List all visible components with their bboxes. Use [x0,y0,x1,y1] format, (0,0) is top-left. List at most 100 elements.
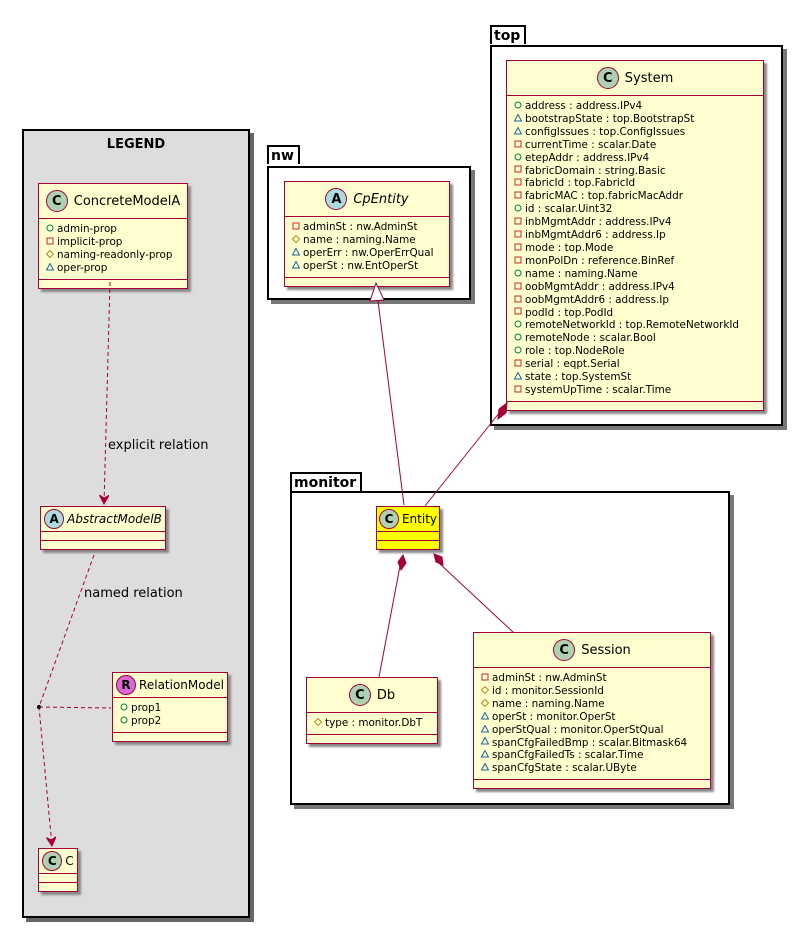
private-visibility-icon [513,165,522,176]
attribute-row: mode : top.Mode [513,242,758,255]
private-visibility-icon [513,256,522,267]
package-visibility-icon [513,113,522,125]
explicit-relation-label: explicit relation [108,438,209,453]
private-visibility-icon [45,237,54,248]
class-name: C [65,854,74,868]
class-header: C Db [307,678,437,713]
composition-diamond-db [397,553,407,572]
package-visibility-icon [480,711,489,723]
package-tab-nw: nw [267,145,300,164]
public-visibility-icon [119,716,128,727]
attribute-row: podId : top.PodId [513,307,758,320]
attribute-text: serial : eqpt.Serial [525,358,620,371]
composition-diamond-system [497,401,508,421]
private-visibility-icon [513,230,522,241]
protected-visibility-icon [313,717,322,729]
private-visibility-icon [513,359,522,370]
attribute-row: remoteNetworkId : top.RemoteNetworkId [513,319,758,332]
attribute-row: operStQual : monitor.OperStQual [480,724,705,737]
attribute-row: operErr : nw.OperErrQual [291,247,444,260]
attribute-text: bootstrapState : top.BootstrapSt [525,112,695,125]
package-visibility-icon [480,749,489,761]
attribute-text: oper-prop [57,261,108,274]
attribute-row: role : top.NodeRole [513,345,758,358]
package-visibility-icon [45,262,54,274]
package-visibility-icon [291,260,300,272]
attribute-row: name : naming.Name [513,268,758,281]
private-visibility-icon [513,295,522,306]
attribute-text: naming-readonly-prop [57,248,173,261]
private-visibility-icon [513,307,522,318]
attribute-text: operErr : nw.OperErrQual [303,246,434,259]
class-name: System [624,70,674,86]
attribute-text: id : scalar.Uint32 [525,203,613,216]
package-visibility-icon [480,736,489,748]
attribute-row: implicit-prop [45,236,182,249]
public-visibility-icon [513,333,522,344]
attribute-compartment [377,532,439,541]
class-name: Db [376,687,396,703]
attribute-text: role : top.NodeRole [525,345,625,358]
attribute-compartment [41,532,165,541]
attribute-text: oobMgmtAddr6 : address.Ip [525,293,669,306]
attribute-text: prop2 [131,714,162,727]
attribute-text: monPolDn : reference.BinRef [525,254,675,267]
attribute-text: fabricDomain : string.Basic [525,164,666,177]
attribute-text: currentTime : scalar.Date [525,138,657,151]
attribute-row: prop1 [119,702,222,715]
attribute-text: type : monitor.DbT [325,717,423,729]
private-visibility-icon [513,178,522,189]
stereotype-c-icon: C [42,851,63,871]
private-visibility-icon [513,140,522,151]
attribute-text: systemUpTime : scalar.Time [525,383,672,396]
stereotype-c-icon: C [348,684,371,706]
package-name-top: top [494,28,521,44]
attribute-text: adminSt : nw.AdminSt [303,221,418,233]
composition-line-entity-session [439,563,514,633]
attribute-row: systemUpTime : scalar.Time [513,384,758,397]
attribute-text: remoteNode : scalar.Bool [525,332,656,345]
attribute-text: podId : top.PodId [525,306,614,319]
attribute-row: admin-prop [45,223,182,236]
attribute-text: spanCfgState : scalar.UByte [492,762,637,775]
attribute-row: fabricDomain : string.Basic [513,165,758,178]
attribute-text: remoteNetworkId : top.RemoteNetworkId [525,319,739,332]
class-name: ConcreteModelA [73,193,181,209]
attribute-text: etepAddr : address.IPv4 [525,151,650,164]
attribute-row: monPolDn : reference.BinRef [513,255,758,268]
attribute-row: inbMgmtAddr : address.IPv4 [513,216,758,229]
attribute-text: implicit-prop [57,235,123,248]
explicit-relation-line [104,281,111,504]
composition-line-entity-db [378,565,401,678]
attribute-text: spanCfgFailedBmp : scalar.Bitmask64 [492,736,688,749]
class-db[interactable]: C Db type : monitor.DbT [306,677,438,744]
attribute-row: fabricMAC : top.fabricMacAddr [513,190,758,203]
package-visibility-icon [480,762,489,774]
package-visibility-icon [513,371,522,383]
public-visibility-icon [513,269,522,280]
attribute-text: name : naming.Name [492,697,605,710]
protected-visibility-icon [480,698,489,710]
attribute-text: spanCfgFailedTs : scalar.Time [492,749,644,762]
public-visibility-icon [513,204,522,215]
generalization-triangle [369,281,385,302]
attribute-row: adminSt : nw.AdminSt [291,221,444,234]
attribute-row: oper-prop [45,262,182,275]
protected-visibility-icon [480,685,489,697]
attribute-row: address : address.IPv4 [513,100,758,113]
attribute-text: fabricMAC : top.fabricMacAddr [525,190,684,203]
attribute-row: fabricId : top.FabricId [513,177,758,190]
private-visibility-icon [513,217,522,228]
